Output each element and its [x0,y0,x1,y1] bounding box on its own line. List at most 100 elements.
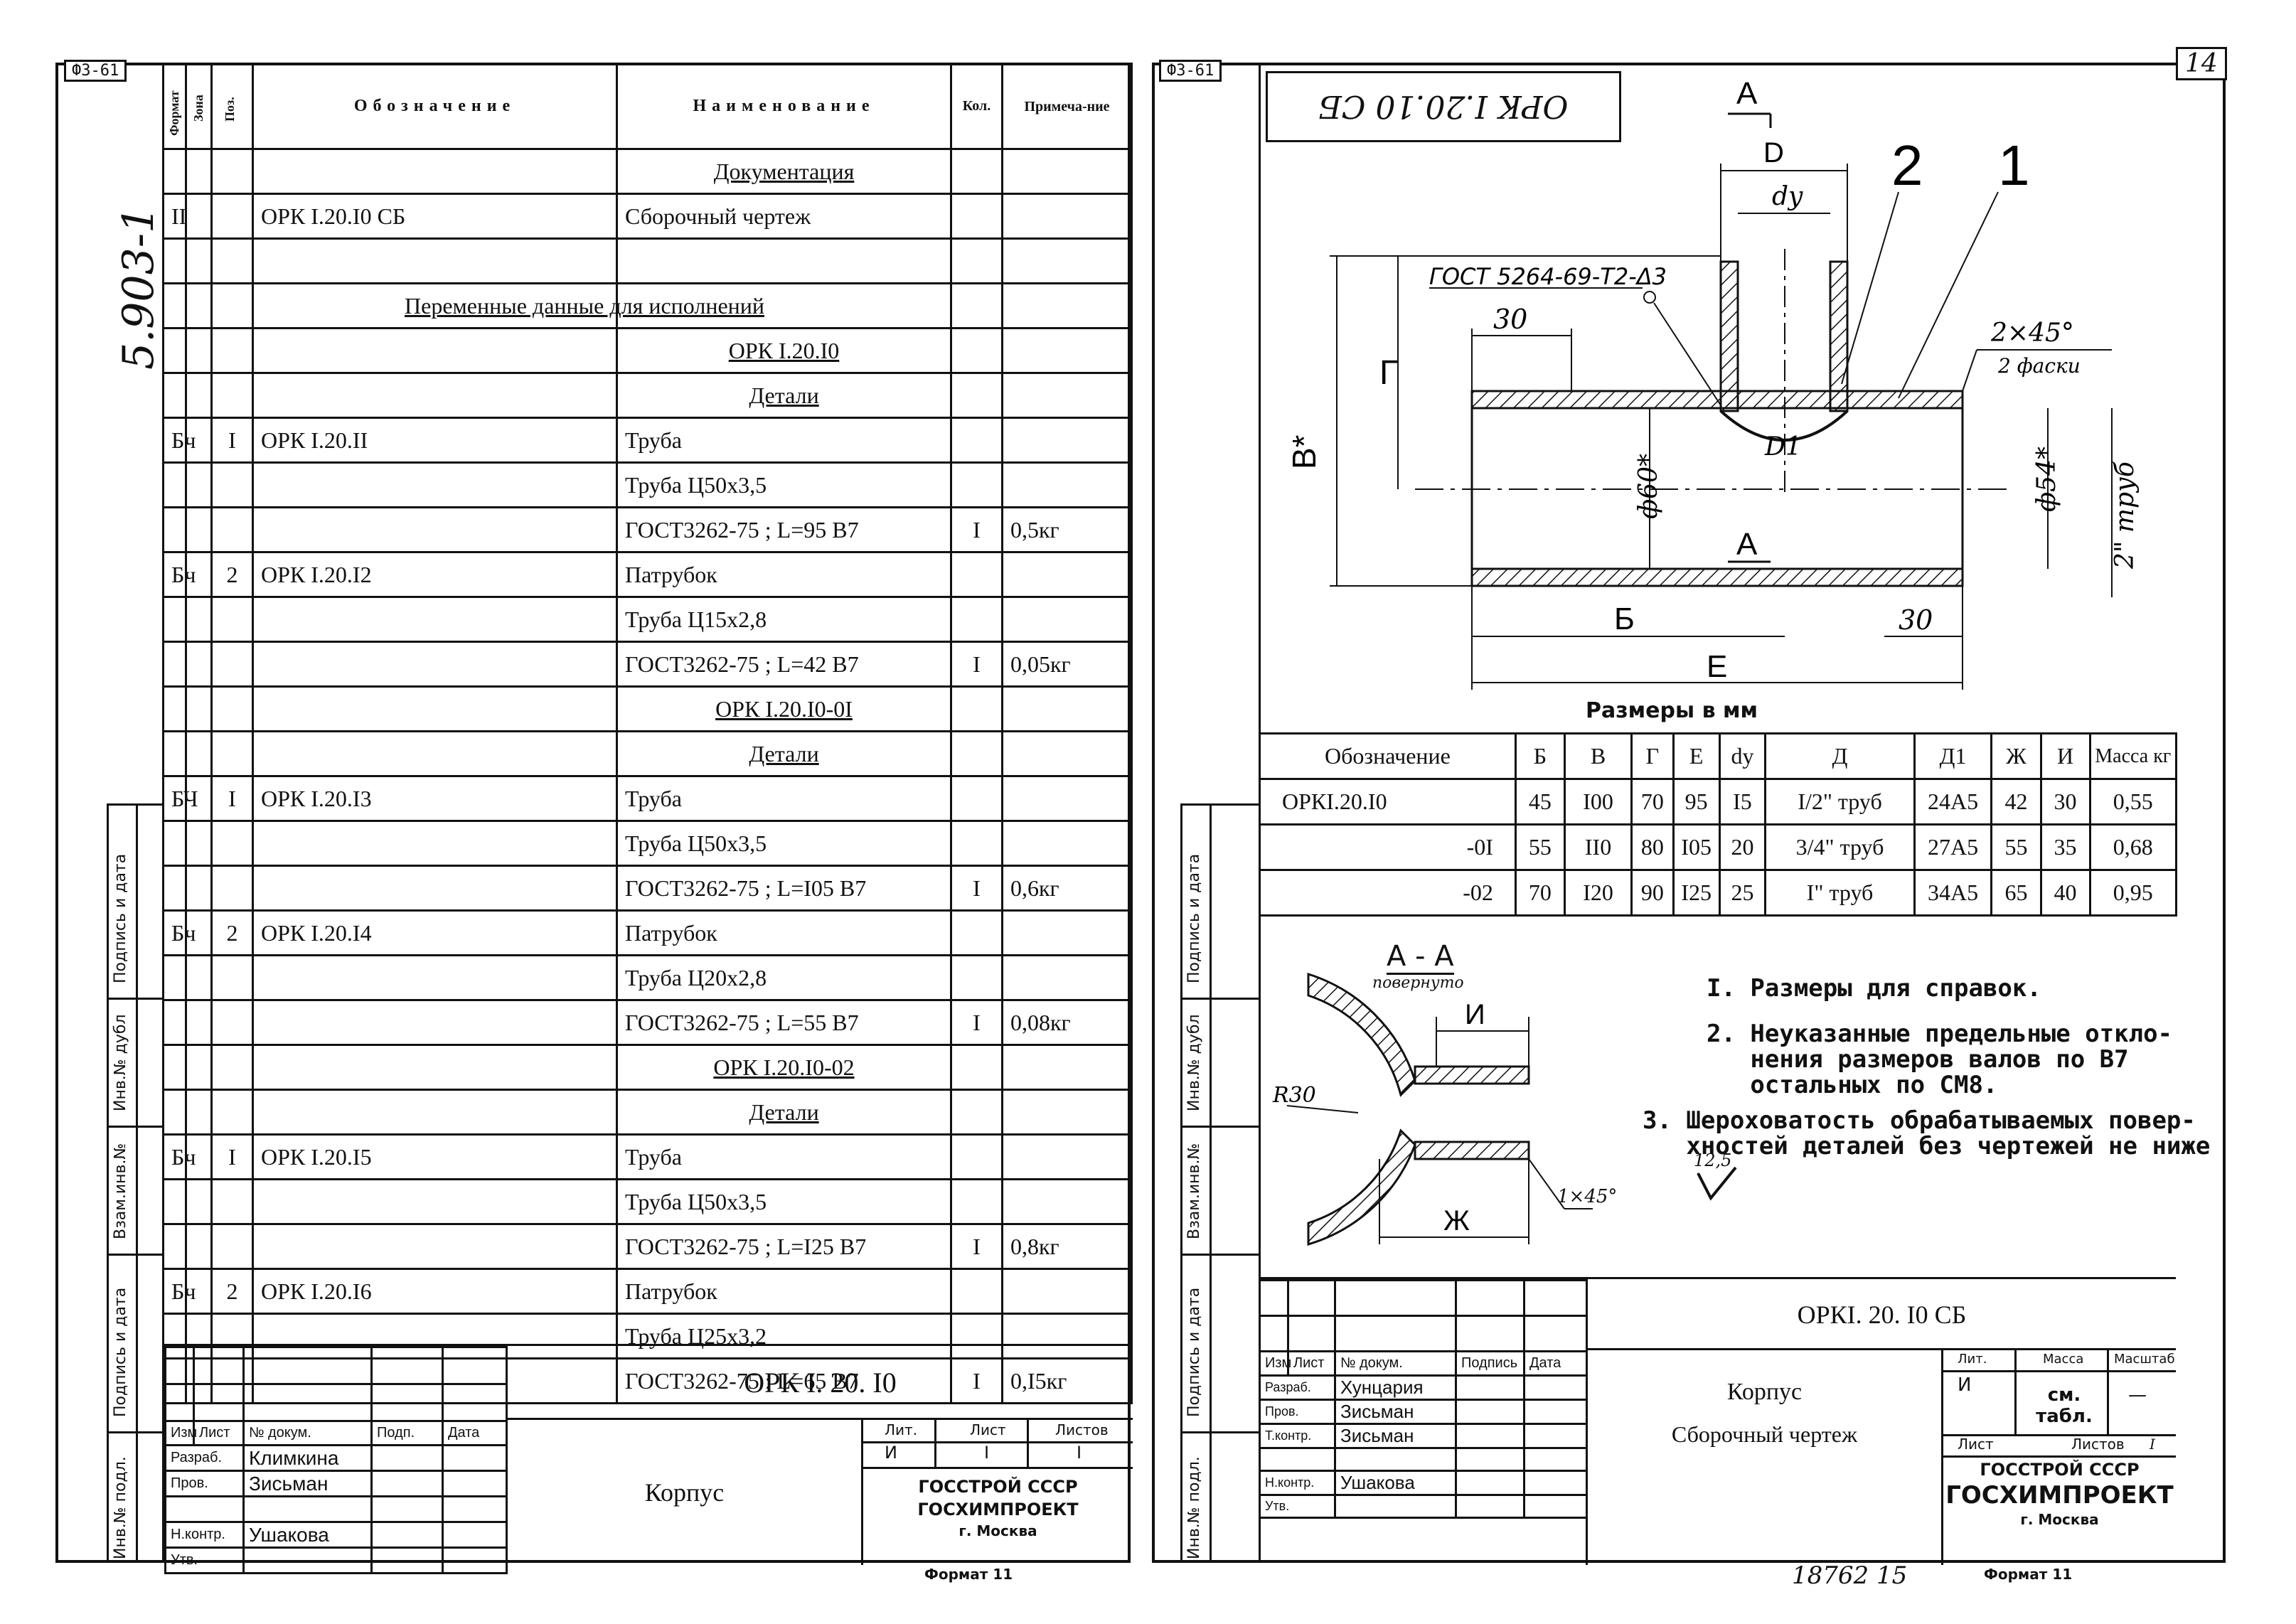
spec-designation [252,506,618,553]
spec-name: Труба Ц50х3,5 [616,1178,952,1225]
right-sheet [1152,63,2226,1563]
spec-qty [950,1133,1003,1180]
rtb-person-name [1334,1494,1457,1519]
spec-qty: I [950,1223,1003,1270]
ltb-person-row: Пров.Зисьман [164,1470,508,1497]
rtb-mass-value: см. табл. [2036,1384,2093,1427]
spec-format [162,461,187,508]
spec-qty [950,954,1003,1001]
spec-note [1001,327,1133,374]
spec-zone [185,775,213,822]
dim-d1: D1 [1764,432,1802,461]
spec-format [162,865,187,912]
left-side-label-1: Инв.№ дубл [112,1014,129,1111]
spec-name: ГОСТ3262-75 ; L=42 B7 [616,641,952,688]
spec-zone [185,327,213,374]
spec-name: ОРК I.20.I0 [616,327,952,374]
spec-format [162,1223,187,1270]
spec-row: Документация [162,148,1133,195]
hdr-format: Формат [167,90,181,136]
spec-qty [950,685,1003,732]
spec-pos: I [210,417,254,464]
ltb-role: Разраб. [164,1444,245,1472]
spec-note [1001,1133,1133,1180]
right-title-block: Изм Лист № докум. Подпись Дата Разраб.Ху… [1259,1277,2176,1565]
spec-name: Сборочный чертеж [616,193,952,240]
spec-name: Детали [616,730,952,777]
spec-qty [950,1313,1003,1359]
rtb-format-note: Формат 11 [1984,1566,2073,1583]
spec-pos [210,1223,254,1270]
spec-format [162,1089,187,1136]
sizes-cell: I" труб [1764,869,1916,917]
spec-format [162,282,187,329]
sizes-header-cell: Г [1630,732,1675,780]
rtb-mass-label: Масса [2043,1352,2084,1367]
rtb-col-2: № докум. [1334,1350,1457,1377]
spec-note: 0,6кг [1001,865,1133,912]
section-title: А - А [1387,940,1454,975]
spec-pos [210,730,254,777]
spec-zone [185,685,213,732]
sizes-cell: 24А5 [1913,778,1993,826]
right-side-label-4: Инв.№ подл. [1185,1456,1203,1559]
spec-pos: 2 [210,551,254,598]
spec-zone [185,730,213,777]
hdr-pos: Поз. [223,97,237,122]
spec-pos [210,193,254,240]
spec-qty [950,1268,1003,1315]
spec-name: ГОСТ3262-75 ; L=95 B7 [616,506,952,553]
spec-zone [185,999,213,1046]
spec-row: ОРК I.20.I0-02 [162,1044,1133,1091]
sizes-header-cell: Ж [1990,732,2042,780]
spec-qty [950,237,1003,284]
ltb-sheets-value: I [1077,1443,1082,1463]
spec-designation: ОРК I.20.I2 [252,551,618,598]
ltb-col-4: Дата [442,1420,508,1446]
rtb-role: Утв. [1259,1494,1336,1519]
spec-zone [185,1223,213,1270]
ltb-org2: ГОСХИМПРОЕКТ [917,1500,1079,1519]
dim-pipe-2: 2" труб [2110,461,2140,570]
spec-pos [210,1178,254,1225]
rtb-sheet-label: Лист [1958,1436,1994,1453]
spec-pos: I [210,775,254,822]
sizes-cell: 34А5 [1913,869,1993,917]
spec-zone [185,1178,213,1225]
spec-note [1001,685,1133,732]
spec-note [1001,909,1133,956]
rtb-person-name [1334,1447,1457,1472]
ltb-person-row: Н.контр.Ушакова [164,1521,508,1549]
spec-zone [185,506,213,553]
spec-note [1001,730,1133,777]
left-side-label-3: Подпись и дата [112,1287,129,1417]
spec-zone [185,282,213,329]
sizes-header-cell: Д [1764,732,1916,780]
dim-e: Е [1707,649,1727,684]
rtb-role: Н.контр. [1259,1470,1336,1496]
left-title-block: Изм Лист № докум. Подп. Дата Разраб.Клим… [162,1344,1133,1574]
spec-note [1001,1313,1133,1359]
spec-zone [185,372,213,419]
spec-name: Патрубок [616,909,952,956]
assembly-drawing: А D dy 2 1 ГОСТ 5264-69-Т2-Δ3 30 2×45° 2… [1286,76,2140,690]
ltb-lit-value: И [885,1443,897,1463]
dim-d54: ф54* [2032,447,2061,512]
spec-qty: I [950,999,1003,1046]
ltb-person-name: Климкина [242,1444,373,1472]
sizes-cell: 90 [1630,869,1675,917]
spec-name: Труба [616,417,952,464]
ltb-format-note: Формат 11 [924,1566,1013,1583]
spec-note: 0,5кг [1001,506,1133,553]
note-2: 2. Неуказанные предельные откло- нения р… [1707,1020,2173,1099]
section-subtitle: повернуто [1372,974,1464,992]
roughness-icon [1697,1166,1737,1201]
spec-designation [252,1178,618,1225]
spec-pos [210,954,254,1001]
spec-format [162,1178,187,1225]
